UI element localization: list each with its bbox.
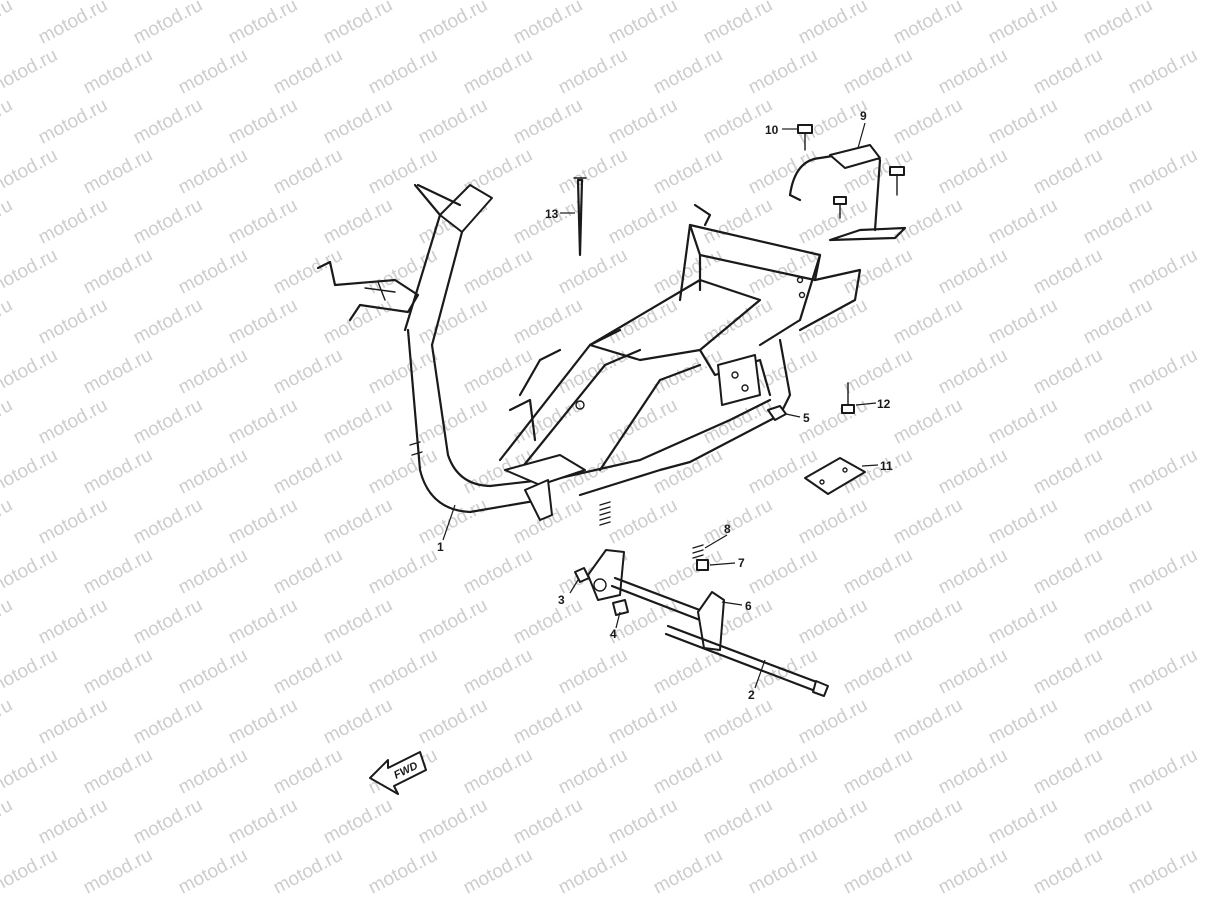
callout-11: 11 [880, 459, 893, 473]
callout-4: 4 [610, 627, 617, 641]
steering-head-top [439, 184, 493, 233]
callout-6: 6 [745, 599, 752, 613]
down-tube-inner [430, 343, 562, 488]
part-10-bolt [797, 124, 905, 219]
part-13-long-bolt [573, 177, 587, 257]
engine-mount-plate [717, 354, 761, 406]
bottom-lug [524, 479, 553, 521]
front-bracket [316, 260, 420, 322]
part-6-bracket [697, 591, 725, 651]
callout-12: 12 [877, 397, 891, 411]
callout-9: 9 [860, 109, 867, 123]
fwd-arrow-icon [369, 751, 427, 795]
pivot-shaft [610, 576, 707, 622]
part-3-washer [574, 567, 590, 583]
steering-head-tube [403, 213, 464, 347]
floor-pan [504, 454, 586, 486]
rear-frame-tail [798, 268, 862, 332]
part-2-long-bolt [664, 624, 824, 694]
part-4-pin [612, 599, 629, 616]
main-frame [316, 183, 862, 521]
callout-5: 5 [803, 411, 810, 425]
part-7-collar [696, 559, 709, 571]
floor-rail-right-bottom [578, 338, 792, 497]
callout-7: 7 [738, 556, 745, 570]
floor-rail-left-bottom [518, 348, 642, 472]
fwd-direction-arrow: FWD [369, 751, 427, 795]
head-gusset [413, 183, 462, 217]
callout-8: 8 [724, 522, 731, 536]
callout-13: 13 [545, 207, 559, 221]
left-side-bracket [508, 348, 562, 442]
part-8-spring [692, 544, 704, 559]
callout-2: 2 [748, 688, 755, 702]
rear-frame-uprights [678, 223, 822, 347]
part-11-plate [804, 457, 866, 495]
floor-rail-right-top [598, 363, 702, 472]
callouts: 1 2 3 4 5 6 7 8 9 10 11 12 13 [437, 109, 893, 702]
callout-10: 10 [765, 123, 779, 137]
engine-mount-assembly [574, 501, 829, 697]
rear-frame-top [588, 278, 762, 362]
rear-frame-cross [688, 223, 822, 282]
down-tube-outer [406, 328, 542, 514]
part-12-bolt [841, 382, 855, 414]
left-pivot-bracket [587, 549, 625, 601]
part-9-carrier-bracket [788, 144, 907, 242]
callout-1: 1 [437, 540, 444, 554]
callout-3: 3 [558, 593, 565, 607]
leader-lines [442, 122, 879, 689]
